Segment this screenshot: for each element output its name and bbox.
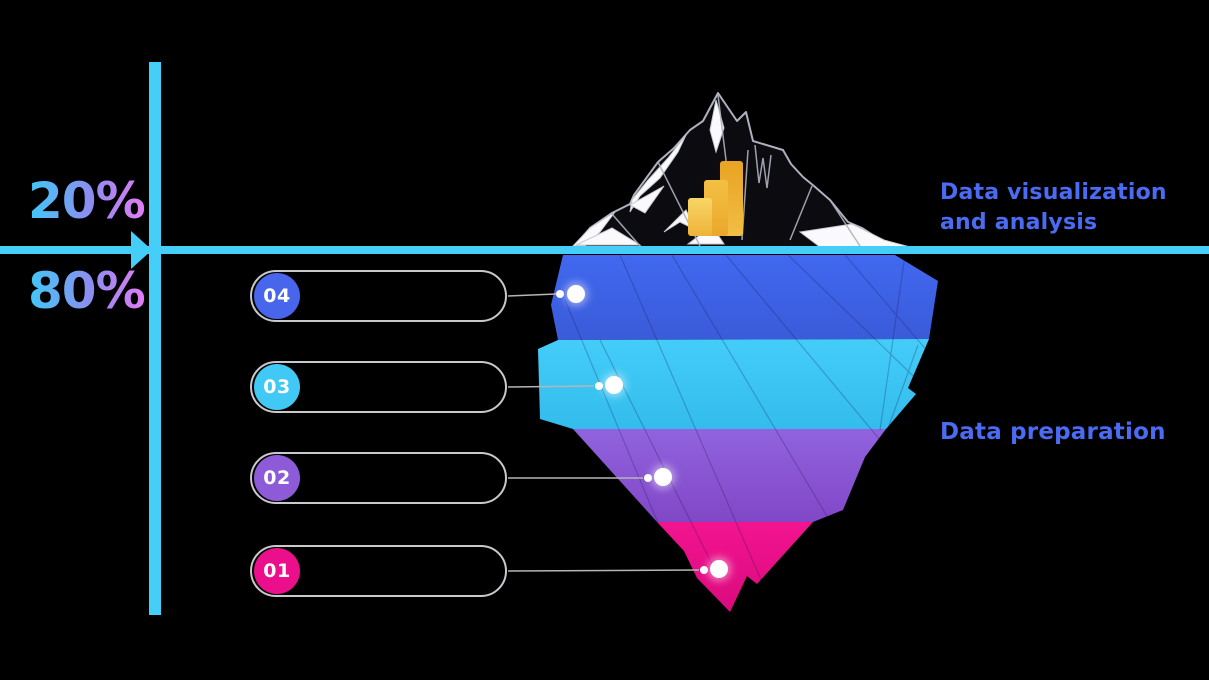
connector-dot-03 (605, 376, 623, 394)
connector-dot-small-03 (595, 382, 603, 390)
connector-line-01 (507, 569, 700, 572)
waterline (0, 246, 1209, 254)
step-number-04: 04 (263, 285, 291, 307)
layer-01-pink (657, 522, 813, 612)
vertical-axis-line (149, 62, 161, 615)
connector-line-04 (507, 293, 557, 297)
step-pill-03: 03 (250, 361, 507, 413)
connector-dot-02 (654, 468, 672, 486)
step-badge-01: 01 (254, 548, 300, 594)
label-above-water: Data visualization and analysis (940, 178, 1167, 238)
percent-below-water: 80% (28, 262, 146, 320)
label-above-water-line1: Data visualization (940, 180, 1167, 205)
connector-dots (556, 282, 731, 581)
label-below-water: Data preparation (940, 419, 1166, 445)
connector-dot-small-01 (700, 566, 708, 574)
connector-dot-small-04 (556, 290, 564, 298)
layer-03-cyan (538, 339, 929, 429)
layer-04-blue (551, 255, 938, 340)
iceberg-underwater (538, 255, 938, 612)
step-number-03: 03 (263, 376, 291, 398)
step-number-02: 02 (263, 467, 291, 489)
powerbi-logo (688, 161, 743, 236)
step-pill-01: 01 (250, 545, 507, 597)
step-pill-04: 04 (250, 270, 507, 322)
connector-lines (507, 293, 700, 572)
percent-above-water: 20% (28, 172, 146, 230)
connector-line-03 (507, 385, 595, 388)
step-badge-04: 04 (254, 273, 300, 319)
step-badge-03: 03 (254, 364, 300, 410)
layer-02-purple (573, 429, 886, 522)
connector-dot-01 (710, 560, 728, 578)
label-above-water-line2: and analysis (940, 210, 1098, 235)
connector-dot-04 (567, 285, 585, 303)
step-badge-02: 02 (254, 455, 300, 501)
step-pill-02: 02 (250, 452, 507, 504)
arrow-right-icon (131, 231, 152, 269)
bar-chart-icon-bar-left (688, 198, 712, 236)
step-number-01: 01 (263, 560, 291, 582)
connector-dot-small-02 (644, 474, 652, 482)
iceberg-peak (571, 92, 913, 249)
